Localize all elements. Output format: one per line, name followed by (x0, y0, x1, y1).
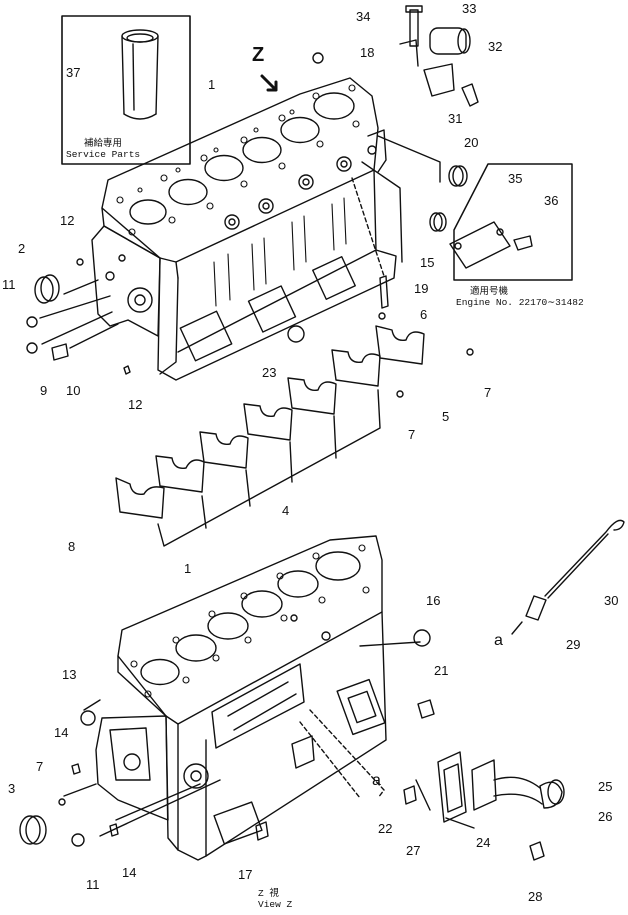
applicable-engine-no: Engine No. 22170∼31482 (456, 297, 584, 308)
callout-15: 15 (420, 255, 435, 270)
callout-33: 33 (462, 1, 477, 16)
callout-3: 3 (8, 781, 16, 796)
callout-7-lower: 7 (36, 759, 44, 774)
callout-16: 16 (426, 593, 441, 608)
callout-37: 37 (66, 65, 81, 80)
callout-1-lower: 1 (184, 561, 192, 576)
upper-cylinder-block (91, 77, 397, 381)
callout-18: 18 (360, 45, 375, 60)
callout-34: 34 (356, 9, 371, 24)
applicable-jp: 適用号機 (470, 286, 509, 297)
callout-12-lower: 12 (128, 397, 143, 412)
service-parts-jp: 補給専用 (84, 138, 123, 149)
callout-4: 4 (282, 503, 290, 518)
callout-7-right: 7 (484, 385, 492, 400)
callout-23: 23 (262, 365, 277, 380)
callout-2: 2 (18, 241, 26, 256)
callout-11-upper: 11 (2, 277, 16, 292)
callout-5: 5 (442, 409, 450, 424)
callout-21: 21 (434, 663, 449, 678)
callout-14-b: 14 (122, 865, 137, 880)
callout-7-mid: 7 (408, 427, 416, 442)
callout-30: 30 (604, 593, 619, 608)
callout-28: 28 (528, 889, 543, 904)
upper-right-parts (287, 5, 479, 398)
main-bearing-caps (115, 325, 425, 547)
callout-10: 10 (66, 383, 81, 398)
callout-25: 25 (598, 779, 613, 794)
engine-number-box (449, 163, 573, 281)
callout-11-lower: 11 (86, 877, 100, 892)
callout-22: 22 (378, 821, 393, 836)
callout-13: 13 (62, 667, 77, 682)
lower-cylinder-block (95, 535, 387, 861)
z-direction-label: Z (252, 44, 265, 66)
callout-36: 36 (544, 193, 559, 208)
callout-27: 27 (406, 843, 421, 858)
lower-small-parts (19, 519, 625, 861)
callout-26: 26 (598, 809, 613, 824)
callout-24: 24 (476, 835, 491, 850)
cylinder-liner-37 (121, 29, 159, 120)
view-z-en: View Z (258, 899, 293, 910)
callout-9: 9 (40, 383, 48, 398)
callout-31: 31 (448, 111, 463, 126)
view-z-jp: Z 視 (258, 888, 279, 899)
callout-14-a: 14 (54, 725, 69, 740)
upper-left-small-parts (26, 258, 131, 375)
z-arrow (260, 74, 278, 92)
service-parts-en: Service Parts (66, 149, 141, 160)
arrow-a-center-label: a (372, 772, 381, 789)
callout-8: 8 (68, 539, 76, 554)
callout-32: 32 (488, 39, 503, 54)
callout-1-upper: 1 (208, 77, 216, 92)
callout-35: 35 (508, 171, 523, 186)
callout-6: 6 (420, 307, 428, 322)
service-parts-box (61, 15, 191, 165)
callout-12-upper: 12 (60, 213, 75, 228)
arrow-a-left-label: a (494, 632, 503, 649)
callout-17: 17 (238, 867, 253, 882)
callout-29: 29 (566, 637, 581, 652)
callout-20: 20 (464, 135, 479, 150)
callout-19: 19 (414, 281, 429, 296)
